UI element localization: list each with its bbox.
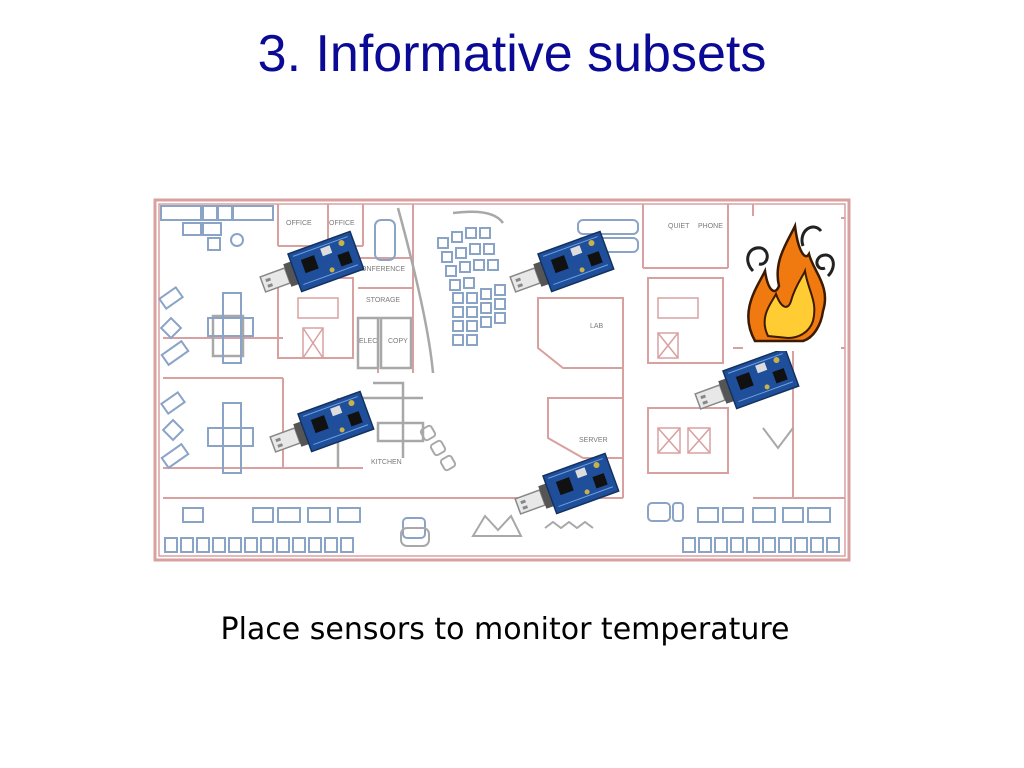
room-label-conference: CONFERENCE [356,266,405,273]
slide-caption: Place sensors to monitor temperature [220,612,790,647]
room-label-server: SERVER [579,437,608,444]
floor-plan: OFFICE OFFICE CONFERENCE STORAGE ELEC CO… [153,198,851,562]
room-label-office-2: OFFICE [329,220,355,227]
room-label-quiet: QUIET [668,223,690,230]
room-label-storage: STORAGE [366,297,400,304]
room-label-kitchen: KITCHEN [371,459,402,466]
room-label-lab: LAB [590,323,604,330]
room-label-office-1: OFFICE [286,220,312,227]
room-label-elec: ELEC [359,338,377,345]
room-label-phone: PHONE [698,223,723,230]
slide-title: 3. Informative subsets [257,25,767,83]
fire-icon [743,216,841,351]
room-label-copy: COPY [388,338,408,345]
